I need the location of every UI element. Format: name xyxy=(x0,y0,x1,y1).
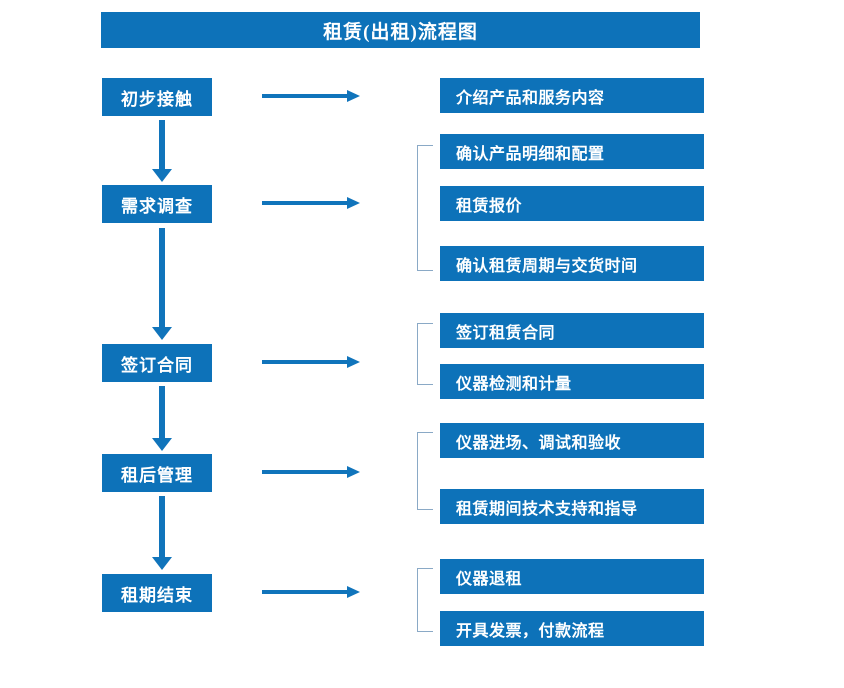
vertical-arrow-1 xyxy=(152,120,172,182)
vertical-arrow-4 xyxy=(152,496,172,570)
page-title: 租赁(出租)流程图 xyxy=(101,12,700,48)
horizontal-arrow-1 xyxy=(262,88,360,104)
detail-box-确认产品明细和配置[interactable]: 确认产品明细和配置 xyxy=(440,134,704,169)
detail-box-介绍产品和服务内容[interactable]: 介绍产品和服务内容 xyxy=(440,78,704,113)
vertical-arrow-2 xyxy=(152,228,172,340)
horizontal-arrow-2 xyxy=(262,195,360,211)
detail-box-签订租赁合同[interactable]: 签订租赁合同 xyxy=(440,313,704,348)
horizontal-arrow-3 xyxy=(262,354,360,370)
detail-box-仪器进场调试和验收[interactable]: 仪器进场、调试和验收 xyxy=(440,423,704,458)
horizontal-arrow-4 xyxy=(262,464,360,480)
detail-box-租赁报价[interactable]: 租赁报价 xyxy=(440,186,704,221)
group-bracket-5 xyxy=(417,568,433,632)
detail-box-仪器退租[interactable]: 仪器退租 xyxy=(440,559,704,594)
detail-box-租赁期间技术支持和指导[interactable]: 租赁期间技术支持和指导 xyxy=(440,489,704,524)
detail-box-开具发票付款流程[interactable]: 开具发票，付款流程 xyxy=(440,611,704,646)
group-bracket-4 xyxy=(417,432,433,510)
stage-box-签订合同[interactable]: 签订合同 xyxy=(102,344,212,382)
vertical-arrow-3 xyxy=(152,386,172,451)
stage-box-需求调查[interactable]: 需求调查 xyxy=(102,185,212,223)
detail-box-确认租赁周期与交货时间[interactable]: 确认租赁周期与交货时间 xyxy=(440,246,704,281)
detail-box-仪器检测和计量[interactable]: 仪器检测和计量 xyxy=(440,364,704,399)
stage-box-租后管理[interactable]: 租后管理 xyxy=(102,454,212,492)
stage-box-初步接触[interactable]: 初步接触 xyxy=(102,78,212,116)
stage-box-租期结束[interactable]: 租期结束 xyxy=(102,574,212,612)
group-bracket-3 xyxy=(417,323,433,385)
horizontal-arrow-5 xyxy=(262,584,360,600)
group-bracket-2 xyxy=(417,145,433,271)
